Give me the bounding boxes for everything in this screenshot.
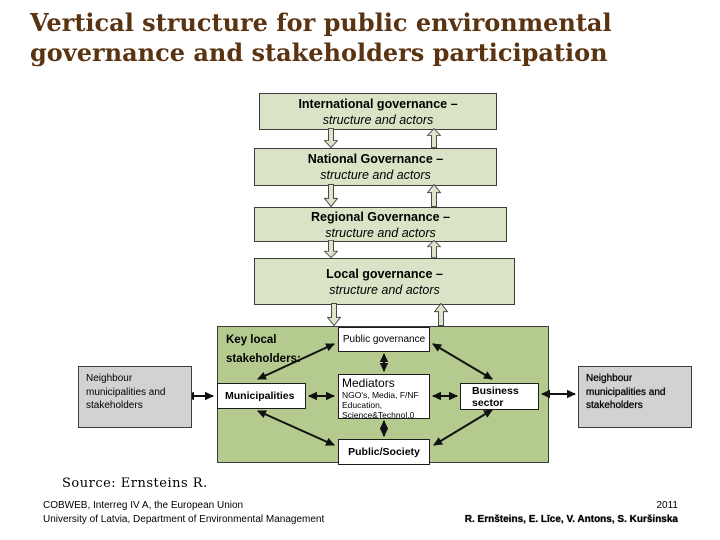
footer-right: 2011 R. Ernšteins, E. Līce, V. Antons, S… <box>465 499 678 526</box>
level-box-international: International governance – structure and… <box>259 93 497 130</box>
level-name: International governance – <box>298 96 458 111</box>
footer-left-line2: University of Latvia, Department of Envi… <box>43 513 325 525</box>
level-box-regional: Regional Governance – structure and acto… <box>254 207 507 242</box>
footer-year: 2011 <box>656 500 678 511</box>
node-public-society-label: Public/Society <box>348 446 420 458</box>
down-block-arrow-icon <box>324 128 338 148</box>
neighbour-box-right: Neighbour municipalities and stakeholder… <box>578 366 692 428</box>
node-mediators-line2: Education, <box>342 400 383 410</box>
level-name: National Governance – <box>307 152 444 166</box>
footer-left-line1: COBWEB, Interreg IV A, the European Unio… <box>43 500 244 511</box>
node-municipalities-label: Municipalities <box>225 390 295 402</box>
up-block-arrow-icon <box>434 303 448 326</box>
node-mediators-line3: Science&Technol.0 <box>342 410 415 420</box>
level-name: Regional Governance – <box>311 209 450 224</box>
level-subtitle: structure and actors <box>320 168 431 182</box>
down-block-arrow-icon <box>324 184 338 207</box>
page-title-line2: governance and stakeholders participatio… <box>30 38 608 67</box>
page-title: Vertical structure for public environmen… <box>30 8 700 68</box>
footer-left: COBWEB, Interreg IV A, the European Unio… <box>43 499 324 526</box>
node-municipalities: Municipalities <box>217 383 306 409</box>
up-block-arrow-icon <box>427 128 441 148</box>
panel-label-line1: Key local <box>226 334 277 346</box>
node-mediators-line1: NGO's, Media, F/NF <box>342 390 419 400</box>
level-box-national: National Governance – structure and acto… <box>254 148 497 186</box>
source-note: Source: Ernsteins R. <box>62 476 208 491</box>
neighbour-box-left: Neighbour municipalities and stakeholder… <box>78 366 192 428</box>
neighbour-left-label: Neighbour municipalities and stakeholder… <box>86 373 166 411</box>
level-subtitle: structure and actors <box>329 282 440 297</box>
node-business-line2: sector <box>472 396 504 409</box>
node-public-governance-label: Public governance <box>342 334 426 345</box>
up-block-arrow-icon <box>427 184 441 207</box>
panel-label: Key local stakeholders: <box>226 331 301 369</box>
up-block-arrow-icon <box>427 240 441 258</box>
node-business-sector: Business sector <box>460 383 539 410</box>
node-public-society: Public/Society <box>338 439 430 465</box>
node-public-governance: Public governance <box>338 327 430 352</box>
node-mediators-title: Mediators <box>342 376 395 390</box>
level-box-local: Local governance – structure and actors <box>254 258 515 305</box>
level-subtitle: structure and actors <box>322 112 434 127</box>
node-mediators: Mediators NGO's, Media, F/NF Education, … <box>338 374 430 420</box>
level-subtitle: structure and actors <box>325 225 436 240</box>
level-name: Local governance – <box>326 266 443 281</box>
node-business-line1: Business <box>472 384 519 397</box>
down-block-arrow-icon <box>324 240 338 258</box>
footer-credits: R. Ernšteins, E. Līce, V. Antons, S. Kur… <box>464 513 678 525</box>
panel-label-line2: stakeholders: <box>226 353 301 365</box>
neighbour-right-label: Neighbour municipalities and stakeholder… <box>586 373 666 411</box>
page-title-line1: Vertical structure for public environmen… <box>30 8 612 37</box>
down-block-arrow-icon <box>327 303 341 326</box>
